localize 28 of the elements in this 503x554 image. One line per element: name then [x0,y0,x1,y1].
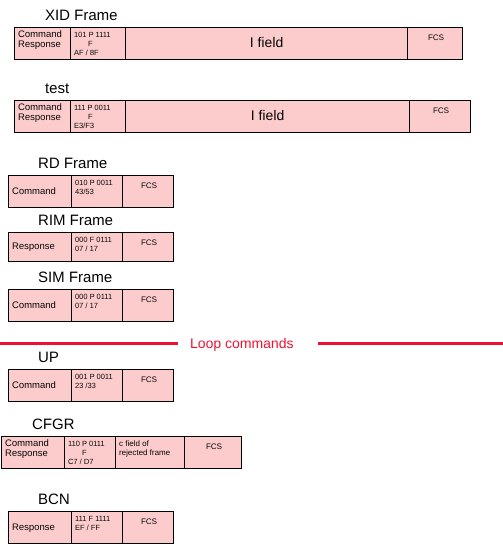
frame-title: SIM Frame [38,270,112,286]
frame-field: FCS [123,233,175,261]
frame-title: XID Frame [45,8,118,24]
frame-field: I field [126,101,410,132]
frame-field: FCS [123,290,175,321]
frame-title: RD Frame [38,156,108,172]
section-heading: Loop commands [190,335,294,351]
frame-title: BCN [38,492,70,508]
frame-title: test [45,81,70,97]
frame-field: FCS [123,370,175,401]
frame-field: FCS [123,512,175,543]
frame-title: UP [38,350,59,366]
frame-field: Command [9,290,72,321]
frame-title: RIM Frame [38,213,113,229]
frame-title: CFGR [32,417,74,433]
frame-field: FCS [410,101,472,132]
frame-field: c field of rejected frame [116,437,185,468]
frame-field: Command [9,370,72,401]
frame-field: Command Response [2,437,65,468]
frame-field: Command Response [15,28,71,59]
frame-field: Command Response [15,101,71,132]
frame-field: FCS [408,28,464,59]
frame-field: Response [9,512,72,543]
frame-field: FCS [185,437,243,468]
frame-field: Response [9,233,72,261]
frame-field: Command [9,176,72,207]
frame-field: I field [126,28,408,59]
frame-field: FCS [123,176,175,207]
